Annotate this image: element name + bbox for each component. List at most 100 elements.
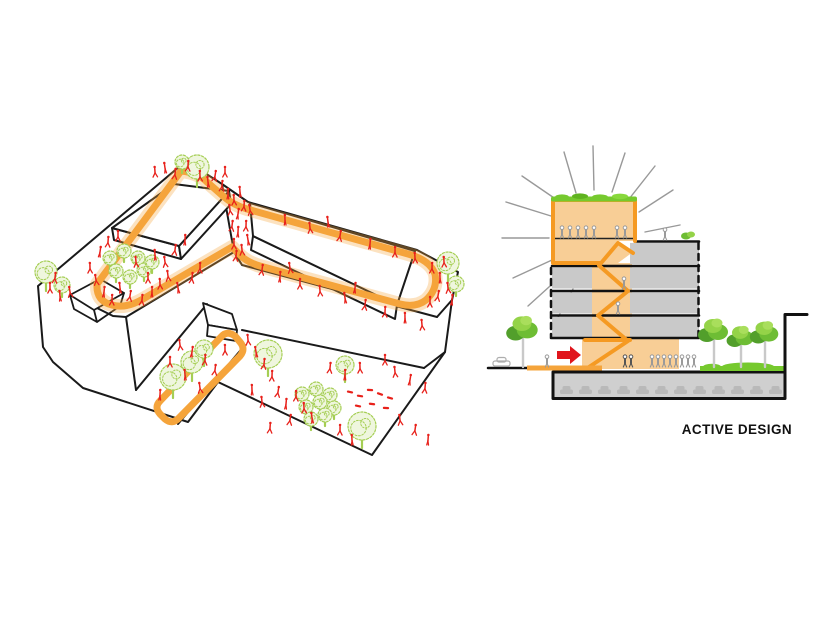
person-figure <box>266 421 273 434</box>
person-figure <box>326 361 333 374</box>
sketch-figure <box>583 225 589 239</box>
person-figure <box>310 411 315 424</box>
person-figure <box>158 388 162 401</box>
tree <box>144 254 160 275</box>
person-figure <box>259 395 266 408</box>
person-figure <box>307 221 314 234</box>
floor-slabs <box>552 243 699 338</box>
person-figure <box>284 397 288 410</box>
parked-car <box>617 386 630 394</box>
sun-rays <box>501 145 681 328</box>
person-figure <box>366 388 374 392</box>
person-figure <box>171 167 178 180</box>
person-figure <box>336 229 343 242</box>
person-figure <box>184 159 191 172</box>
person-figure <box>218 179 225 192</box>
tree <box>447 275 465 298</box>
person-figure <box>426 433 430 446</box>
person-figure <box>326 215 331 228</box>
person-figure <box>171 243 178 256</box>
person-figure <box>235 207 240 220</box>
basement-cars <box>560 386 782 394</box>
person-figure <box>397 413 404 426</box>
person-figure <box>352 281 357 294</box>
person-figure <box>239 243 246 256</box>
person-figure <box>441 255 448 268</box>
person-figure <box>386 396 394 400</box>
person-figure <box>361 298 368 311</box>
parked-car <box>712 386 725 394</box>
sketch-figure <box>544 354 550 368</box>
person-figure <box>286 413 293 426</box>
active-design-label: ACTIVE DESIGN <box>681 422 792 437</box>
person-figure <box>153 248 157 261</box>
person-figure <box>253 345 259 358</box>
entry-arrow <box>557 346 581 364</box>
person-figure <box>108 293 115 306</box>
tree <box>347 411 377 450</box>
parked-car <box>674 386 687 394</box>
green-roof <box>551 193 637 202</box>
street-tree <box>726 325 754 369</box>
street-tree <box>698 318 728 369</box>
tree <box>53 276 71 299</box>
sketch-figure <box>591 225 597 239</box>
person-figure <box>268 369 275 382</box>
person-figure <box>157 277 164 290</box>
person-figure <box>126 289 133 302</box>
roof-bush <box>681 231 695 240</box>
person-figure <box>412 251 419 264</box>
person-figure <box>382 353 388 366</box>
parked-car <box>636 386 649 394</box>
person-figure <box>368 237 372 250</box>
person-figure <box>67 285 74 298</box>
person-figure <box>150 285 154 298</box>
person-figure <box>188 271 195 284</box>
person-figure <box>101 285 106 298</box>
sketch-figure <box>662 227 668 241</box>
person-figure <box>222 165 228 178</box>
person-figure <box>177 338 184 351</box>
ground-path-orange <box>527 365 602 371</box>
person-figure <box>189 345 194 358</box>
person-figure <box>242 219 249 232</box>
person-figure <box>226 187 230 200</box>
sketch-figure <box>614 225 620 239</box>
person-figure <box>260 357 267 370</box>
tree <box>116 243 132 264</box>
sketch-figure <box>567 225 573 239</box>
basement-box <box>551 370 787 400</box>
person-figure <box>407 373 413 386</box>
section-trees <box>506 315 779 369</box>
person-figure <box>343 368 347 381</box>
parked-car <box>560 386 573 394</box>
parked-car <box>655 386 668 394</box>
person-figure <box>287 261 294 274</box>
rooftop-people <box>47 159 454 446</box>
person-figure <box>163 161 168 174</box>
person-figure <box>403 311 407 324</box>
sketch-figure <box>649 354 655 368</box>
person-figure <box>238 185 242 198</box>
person-figure <box>428 261 435 274</box>
person-figure <box>368 402 376 406</box>
tree <box>108 263 124 284</box>
person-figure <box>292 389 299 402</box>
rooftop-axonometric-diagram <box>34 154 465 456</box>
person-figure <box>183 368 187 381</box>
person-figure <box>133 255 140 268</box>
person-figure <box>115 229 121 242</box>
person-figure <box>376 392 384 396</box>
person-figure <box>228 219 235 232</box>
person-figure <box>336 423 343 436</box>
sketch-figure <box>622 354 628 368</box>
person-figure <box>317 284 324 297</box>
person-figure <box>445 281 452 294</box>
person-figure <box>247 203 254 216</box>
street-tree <box>749 321 779 369</box>
person-figure <box>211 169 218 182</box>
sketch-figure <box>691 354 697 368</box>
person-figure <box>297 277 303 290</box>
roof-box-northwest <box>111 183 232 260</box>
tree <box>174 154 190 175</box>
